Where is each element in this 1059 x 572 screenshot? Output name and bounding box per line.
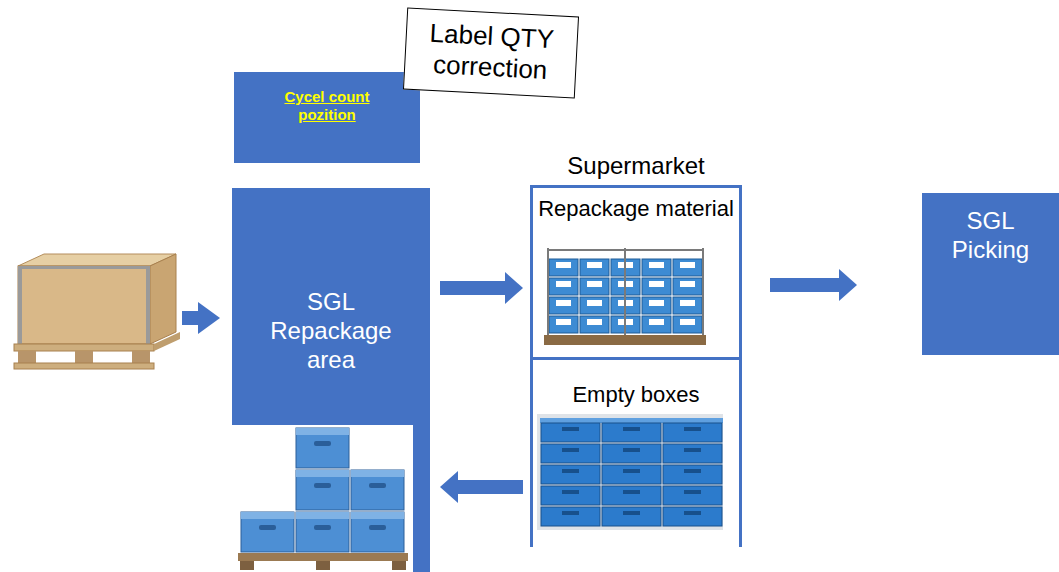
crate-front [18, 266, 150, 344]
rack-bar [548, 249, 703, 251]
pallet-block [75, 351, 93, 363]
node-label: SGL Repackage area [266, 288, 396, 374]
crate-lid [18, 254, 176, 266]
storage-section: Repackage material [533, 188, 739, 360]
blue-crate [240, 511, 405, 553]
node-label: Label QTY correction [415, 17, 568, 87]
rack-bar [547, 248, 549, 336]
blue-crate [295, 469, 405, 511]
wooden-crate [14, 254, 180, 369]
bins-on-pallet-photo [544, 248, 706, 345]
rack-bar [624, 248, 626, 336]
photo-ground [232, 425, 413, 572]
pallet-block [132, 351, 150, 363]
node-label: Repackage material [535, 196, 737, 222]
crate-edge [18, 266, 22, 344]
pallet-block [18, 351, 36, 363]
stacked-crates-photo [232, 425, 413, 572]
flow-arrow [440, 281, 505, 295]
pallet-board [14, 363, 154, 369]
rack-bar [702, 248, 704, 336]
empty-box-stack [540, 422, 723, 527]
storage-section: Empty boxes [533, 360, 739, 550]
box-rim [540, 418, 723, 423]
supermarket-area: Repackage materialEmpty boxesSupermarket [530, 185, 742, 547]
cycle-count-box: Cycel count pozition [234, 72, 420, 163]
node-label: Cycel count pozition [262, 88, 392, 124]
flow-arrow [770, 278, 839, 292]
pallet-side [154, 332, 180, 351]
process-box: SGL Picking [922, 193, 1059, 355]
pallet-board [238, 553, 408, 561]
pallet-block [392, 561, 406, 570]
flow-arrow [458, 480, 523, 494]
blue-bins [548, 258, 703, 334]
pallet-block [316, 561, 330, 570]
area-heading: Supermarket [533, 152, 739, 181]
pallet-board [544, 335, 706, 345]
inbound-arrow [182, 302, 220, 334]
crate-edge [146, 266, 150, 344]
pallet-board [14, 344, 154, 351]
pallet-block [240, 561, 254, 570]
process-box: SGL Repackage area [232, 188, 430, 572]
empty-boxes-photo [537, 414, 723, 530]
blue-crate [295, 427, 350, 469]
node-label: Empty boxes [535, 382, 737, 408]
photo-ground [537, 414, 723, 530]
node-label: SGL Picking [941, 207, 1041, 265]
crate-edge [18, 266, 150, 269]
note-box: Label QTY correction [403, 8, 579, 99]
crate-side [150, 254, 176, 344]
